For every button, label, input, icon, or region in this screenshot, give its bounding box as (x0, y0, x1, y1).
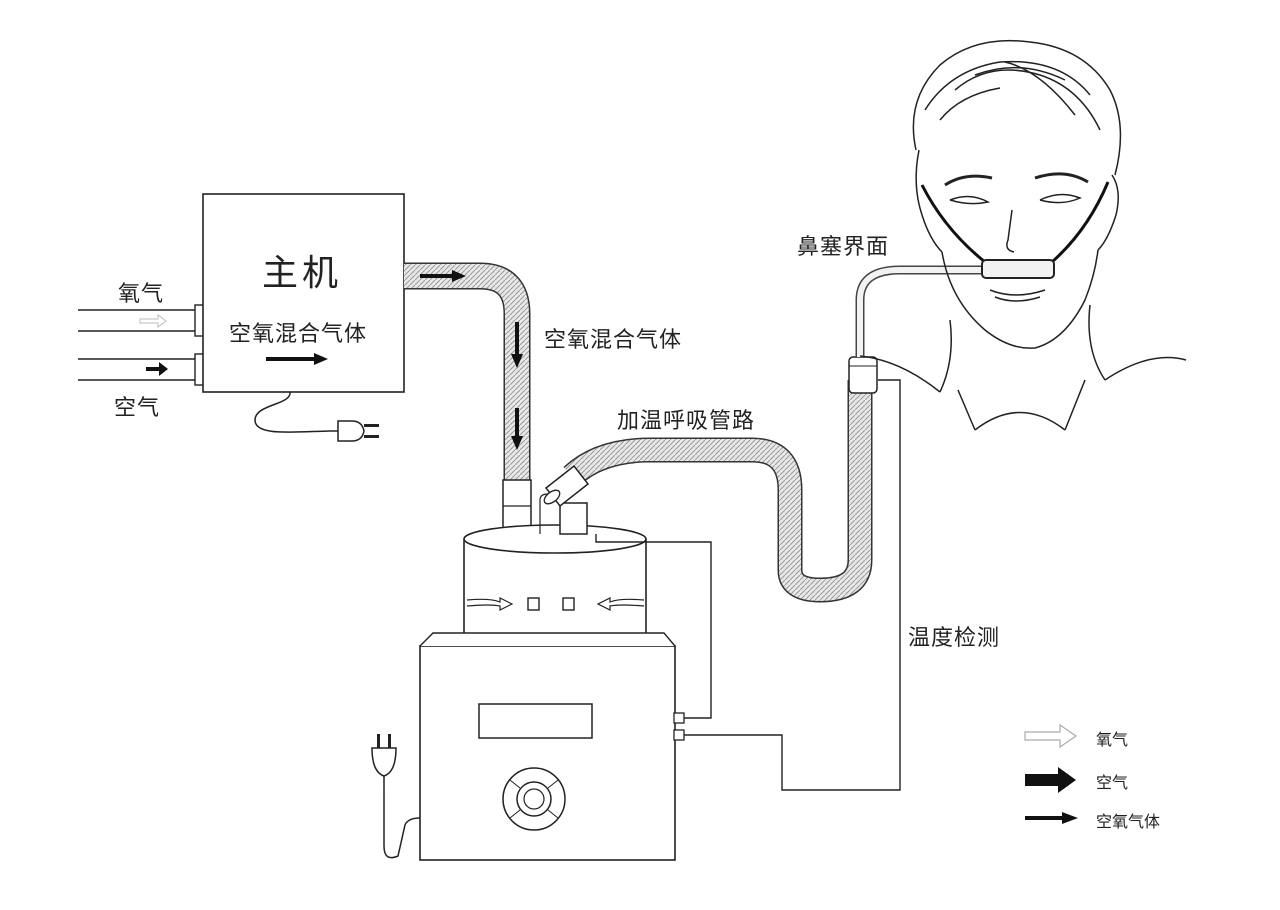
main-unit-title: 主机 (262, 253, 343, 294)
legend-air-arrow (1025, 767, 1076, 793)
air-flow-arrow (146, 362, 168, 376)
heater-base (419, 645, 676, 861)
nasal-cannula-interface (981, 259, 1055, 279)
air-input-label: 空气 (114, 396, 161, 421)
nasal-cannula-strap (920, 181, 1110, 264)
circuit-elbow-connector (543, 464, 590, 508)
temperature-sensor-wire-1 (684, 379, 901, 791)
main-unit-flow-arrow (266, 353, 328, 365)
oxygen-input-pipe (78, 304, 205, 337)
main-unit-plug-icon (330, 420, 379, 442)
oxygen-flow-arrow (139, 314, 167, 328)
patient-head-illustration (859, 39, 1187, 431)
mixed-gas-tube (404, 262, 531, 490)
chamber-inflow-arrow-right (596, 597, 645, 611)
mixed-gas-down-arrow-1 (511, 322, 523, 368)
heater-display (478, 703, 593, 739)
main-unit-mix-label: 空氧混合气体 (229, 322, 368, 347)
control-dial (502, 767, 566, 831)
heater-power-cord (383, 790, 421, 859)
temperature-sensor-wire-2 (595, 534, 712, 719)
air-input-pipe (78, 353, 205, 386)
cannula-tube (855, 265, 984, 357)
mixed-gas-tube-label: 空氧混合气体 (544, 328, 683, 353)
nasal-interface-label: 鼻塞界面 (797, 235, 890, 260)
heater-plug-icon (371, 734, 397, 790)
circuit-sensor-junction (848, 356, 878, 394)
outlet-connector (559, 502, 588, 535)
heated-circuit-label: 加温呼吸管路 (617, 409, 756, 434)
chamber-inflow-arrow-left (466, 597, 514, 611)
mixed-gas-tube-arrow (420, 270, 466, 282)
sensor-port-2 (673, 729, 685, 741)
legend-air-label: 空气 (1096, 773, 1129, 792)
legend-mixed-arrow (1025, 812, 1078, 824)
sensor-port-1 (673, 712, 685, 724)
legend-mixed-label: 空氧气体 (1096, 812, 1161, 831)
mixed-gas-down-arrow-2 (511, 408, 523, 450)
legend-oxygen-arrow (1024, 723, 1078, 749)
main-unit-power-cord (254, 391, 331, 433)
temperature-sensing-label: 温度检测 (908, 626, 1001, 651)
legend-oxygen-label: 氧气 (1096, 730, 1129, 749)
oxygen-input-label: 氧气 (118, 282, 165, 307)
